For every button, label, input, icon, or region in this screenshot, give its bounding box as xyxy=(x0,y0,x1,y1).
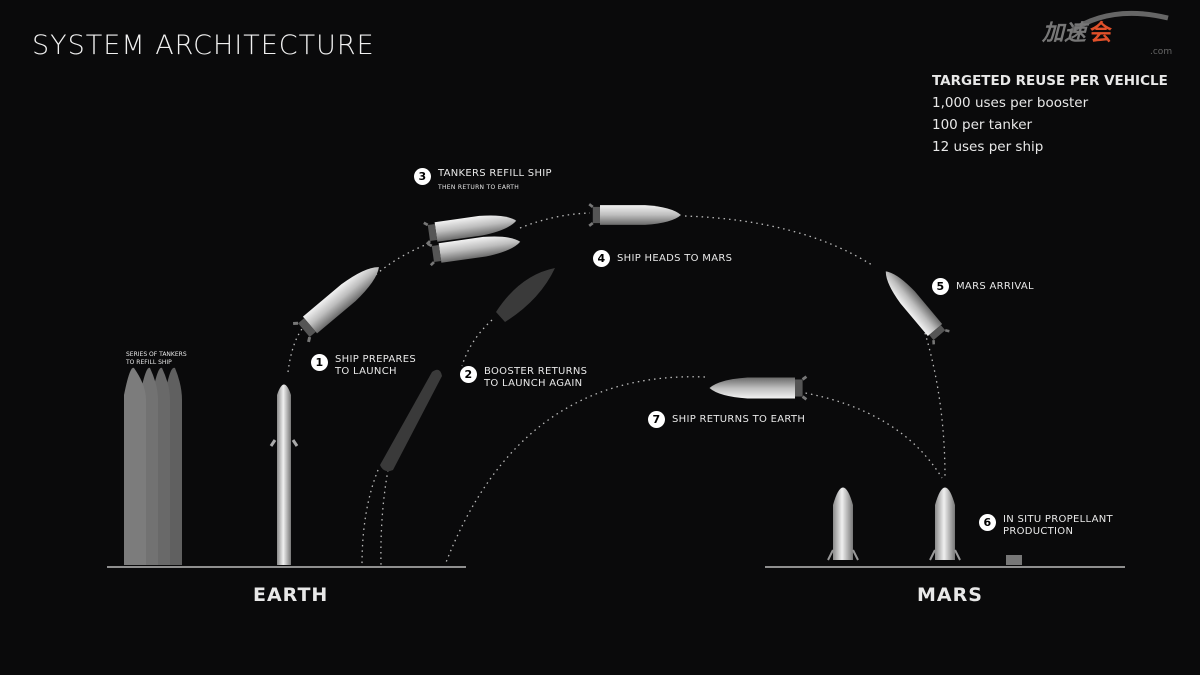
step-4: 4 SHIP HEADS TO MARS xyxy=(593,250,732,267)
ship-on-mars-icon-1 xyxy=(827,487,859,561)
step-text: SHIP RETURNS TO EARTH xyxy=(672,414,806,425)
tanker-note: SERIES OF TANKERS TO REFILL SHIP xyxy=(126,351,187,367)
step-5: 5 MARS ARRIVAL xyxy=(932,278,1034,295)
ship-on-mars-icon-2 xyxy=(929,487,961,561)
ship-returning-icon xyxy=(708,375,808,401)
step-7: 7 SHIP RETURNS TO EARTH xyxy=(648,411,805,428)
booster-separating-icon xyxy=(496,268,555,322)
reuse-heading: TARGETED REUSE PER VEHICLE xyxy=(932,73,1168,89)
ship-mars-arrival-icon xyxy=(876,263,951,346)
reuse-panel: TARGETED REUSE PER VEHICLE 1,000 uses pe… xyxy=(932,70,1168,158)
step-text: MARS ARRIVAL xyxy=(956,281,1034,292)
return-path xyxy=(444,376,706,566)
step-number: 7 xyxy=(648,411,665,428)
step-text: PRODUCTION xyxy=(1003,526,1074,537)
reuse-booster: 1,000 uses per booster xyxy=(932,95,1089,111)
reuse-tanker: 100 per tanker xyxy=(932,117,1033,133)
step-number: 6 xyxy=(979,514,996,531)
booster-returning-icon xyxy=(380,369,442,472)
booster-separation-path xyxy=(461,319,493,367)
step-number: 2 xyxy=(460,366,477,383)
earth-label: EARTH xyxy=(253,584,329,606)
step-number: 3 xyxy=(414,168,431,185)
tanker-note-line1: SERIES OF TANKERS xyxy=(126,351,187,358)
step-number: 1 xyxy=(311,354,328,371)
step-subtext: THEN RETURN TO EARTH xyxy=(438,184,520,191)
mars-ascent-path xyxy=(799,391,943,479)
ship-to-mars-icon xyxy=(587,202,683,228)
step-text: IN SITU PROPELLANT xyxy=(1003,514,1113,525)
step-text: TANKERS REFILL SHIP xyxy=(438,168,552,179)
booster-return-path-a xyxy=(361,469,379,566)
step-text: BOOSTER RETURNS xyxy=(484,366,588,377)
svg-text:会: 会 xyxy=(1090,20,1112,46)
reuse-ship: 12 uses per ship xyxy=(932,139,1044,155)
landing-path xyxy=(924,332,946,479)
step-text: SHIP HEADS TO MARS xyxy=(617,253,733,264)
transit-path xyxy=(684,215,873,266)
propellant-plant-icon xyxy=(1006,555,1022,565)
step-3: 3 TANKERS REFILL SHIP THEN RETURN TO EARTH xyxy=(414,168,552,194)
tankers-stack-icon xyxy=(124,367,182,565)
slide-title: SYSTEM ARCHITECTURE xyxy=(32,30,375,61)
step-text: TO LAUNCH AGAIN xyxy=(484,378,583,389)
watermark-logo: 加速会 .com xyxy=(1040,6,1190,60)
refill-path xyxy=(519,212,591,229)
step-text: TO LAUNCH xyxy=(335,366,397,377)
svg-text:加速: 加速 xyxy=(1041,21,1090,46)
step-text: SHIP PREPARES xyxy=(335,354,417,365)
step-number: 5 xyxy=(932,278,949,295)
ship-on-booster-icon xyxy=(269,384,299,565)
step-number: 4 xyxy=(593,250,610,267)
tanker-note-line2: TO REFILL SHIP xyxy=(126,359,172,366)
launch-path xyxy=(287,324,306,373)
mars-label: MARS xyxy=(917,584,983,606)
ship-ascending-icon xyxy=(291,256,389,344)
svg-text:.com: .com xyxy=(1150,47,1172,57)
orbit-path xyxy=(359,244,426,291)
booster-return-path-b xyxy=(380,469,389,566)
